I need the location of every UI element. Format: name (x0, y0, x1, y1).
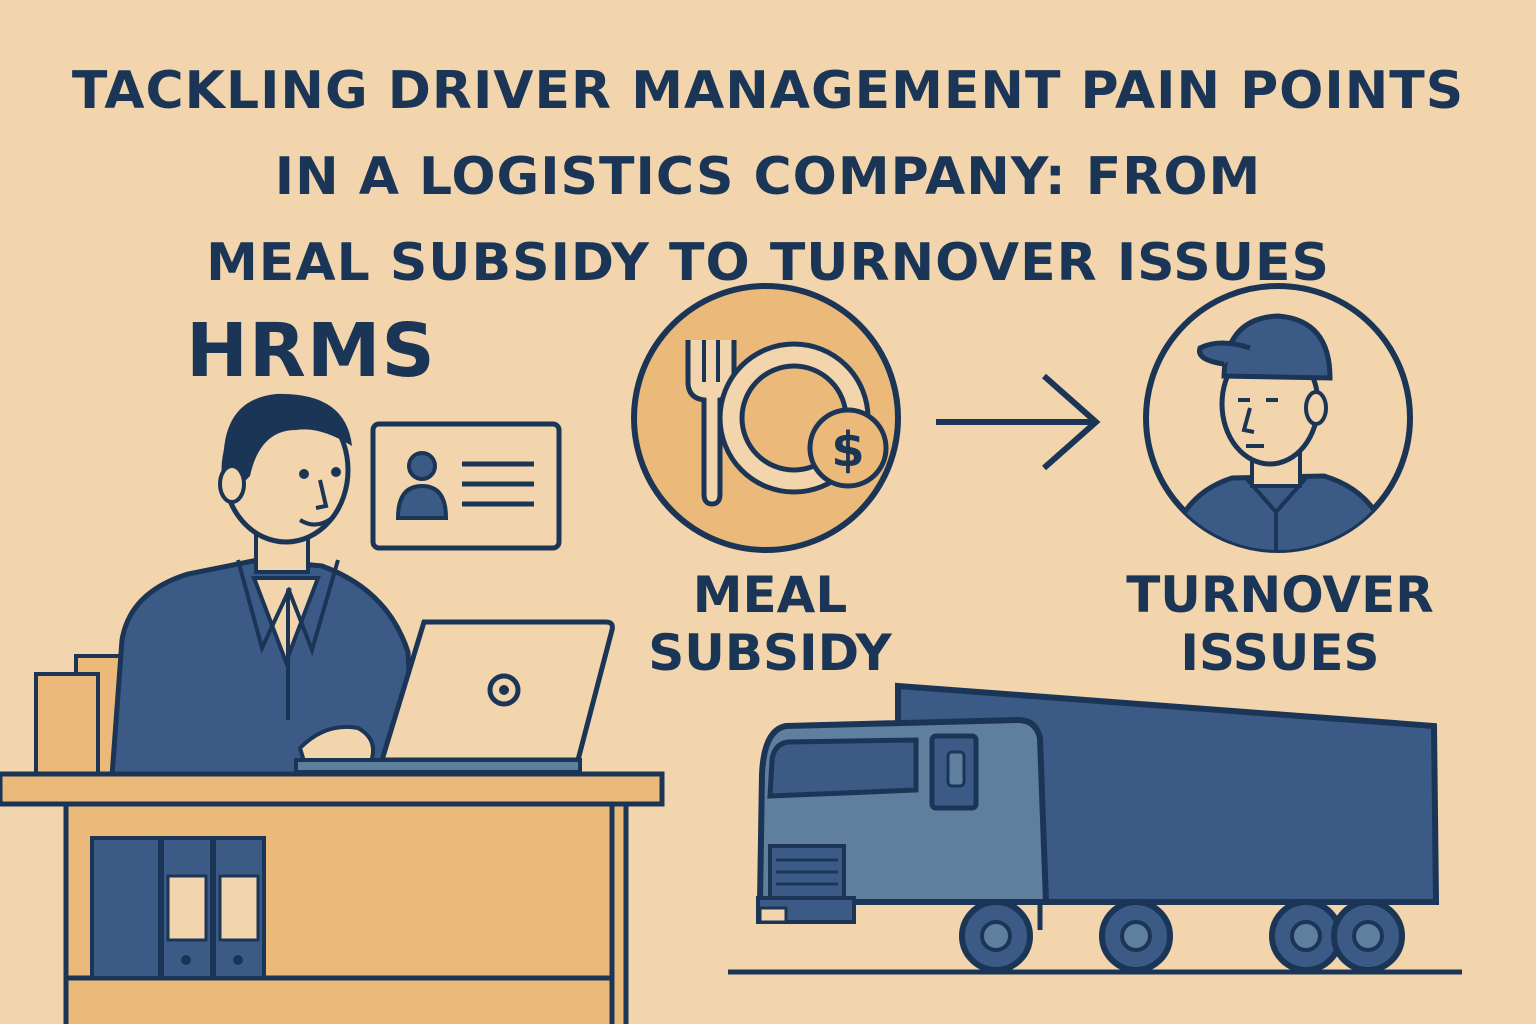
turnover-issues-caption: TURNOVER ISSUES (1090, 566, 1470, 682)
arrow-right-icon (936, 373, 1101, 471)
title-line-1: TACKLING DRIVER MANAGEMENT PAIN POINTS (71, 61, 1465, 121)
dollar-coin-icon: $ (807, 407, 889, 489)
desk (0, 771, 665, 1024)
meal-caption-line-2: SUBSIDY (648, 624, 892, 682)
turnover-caption-line-2: ISSUES (1180, 624, 1380, 682)
hr-manager (109, 393, 417, 779)
title-line-2: IN A LOGISTICS COMPANY: FROM (274, 147, 1262, 207)
page-title: TACKLING DRIVER MANAGEMENT PAIN POINTS I… (0, 48, 1536, 306)
title-line-3: MEAL SUBSIDY TO TURNOVER ISSUES (206, 233, 1330, 293)
truck-wheels (959, 899, 1405, 973)
meal-caption-line-1: MEAL (692, 566, 848, 624)
driver-icon (1143, 283, 1413, 553)
id-card-icon (370, 421, 562, 551)
turnover-caption-line-1: TURNOVER (1126, 566, 1434, 624)
currency-symbol: $ (831, 422, 864, 478)
hrms-label: HRMS (186, 308, 436, 394)
truck-icon (728, 682, 1462, 975)
laptop-icon (294, 619, 615, 774)
meal-subsidy-icon: $ (631, 283, 901, 553)
meal-subsidy-caption: MEAL SUBSIDY (600, 566, 940, 682)
